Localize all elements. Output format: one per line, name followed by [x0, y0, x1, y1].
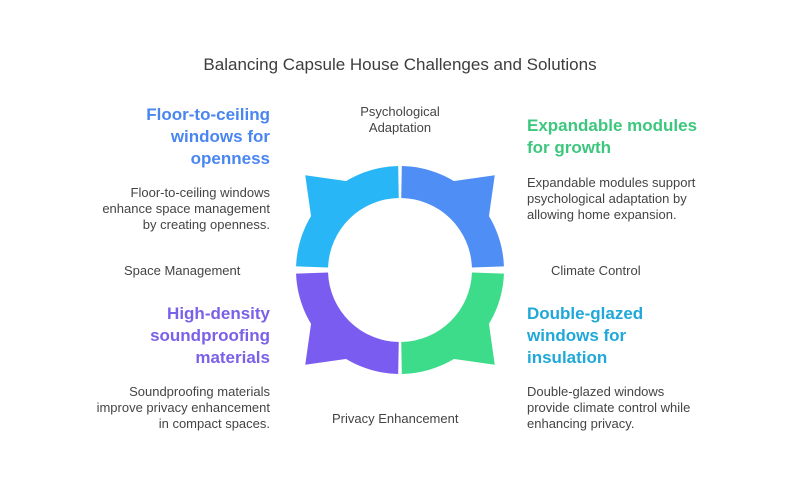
diagram-title: Balancing Capsule House Challenges and S…: [203, 55, 597, 74]
desc-line: enhancing privacy.: [527, 416, 635, 431]
desc-line: improve privacy enhancement: [96, 400, 270, 415]
segment-bottom-left: [296, 272, 399, 374]
desc-line: provide climate control while: [527, 400, 691, 415]
heading-expandable-modules: Expandable modules for growth: [527, 115, 747, 159]
label-line: Psychological: [360, 104, 440, 119]
heading-high-density-soundproofing: High-density soundproofing materials: [90, 303, 270, 369]
arrowhead-top-right: [436, 175, 495, 234]
desc-line: allowing home expansion.: [527, 207, 677, 222]
heading-floor-to-ceiling-windows: Floor-to-ceiling windows for openness: [90, 104, 270, 170]
heading-line: openness: [190, 149, 270, 168]
desc-line: by creating openness.: [142, 217, 270, 232]
segment-top-right: [401, 166, 504, 268]
label-climate-control: Climate Control: [551, 263, 641, 278]
heading-line: windows for: [170, 127, 270, 146]
arrowhead-bottom-left: [305, 306, 364, 365]
desc-line: enhance space management: [102, 201, 270, 216]
arrowhead-top-left: [305, 175, 364, 234]
heading-line: for growth: [527, 138, 612, 157]
arrowhead-bottom-right: [436, 306, 495, 365]
desc-expandable-modules: Expandable modules support psychological…: [527, 175, 757, 223]
segment-top-left: [296, 166, 399, 268]
desc-line: Soundproofing materials: [129, 384, 270, 399]
desc-line: Double-glazed windows: [527, 384, 665, 399]
heading-line: materials: [195, 348, 270, 367]
label-privacy-enhancement: Privacy Enhancement: [332, 411, 459, 426]
label-psychological-adaptation: Psychological Adaptation: [345, 104, 455, 136]
desc-line: Floor-to-ceiling windows: [130, 185, 270, 200]
cycle-diagram: [296, 166, 504, 374]
desc-line: psychological adaptation by: [527, 191, 687, 206]
heading-line: windows for: [527, 326, 627, 345]
heading-line: insulation: [527, 348, 608, 367]
label-line: Adaptation: [368, 120, 432, 135]
desc-high-density-soundproofing: Soundproofing materials improve privacy …: [60, 384, 270, 432]
heading-line: Double-glazed: [527, 304, 644, 323]
label-space-management: Space Management: [124, 263, 241, 278]
segment-bottom-right: [401, 272, 504, 374]
heading-line: High-density: [167, 304, 270, 323]
desc-line: in compact spaces.: [158, 416, 270, 431]
heading-line: Floor-to-ceiling: [146, 105, 270, 124]
desc-double-glazed-windows: Double-glazed windows provide climate co…: [527, 384, 757, 432]
desc-line: Expandable modules support: [527, 175, 696, 190]
heading-line: Expandable modules: [527, 116, 698, 135]
heading-double-glazed-windows: Double-glazed windows for insulation: [527, 303, 727, 369]
desc-floor-to-ceiling-windows: Floor-to-ceiling windows enhance space m…: [60, 185, 270, 233]
heading-line: soundproofing: [150, 326, 270, 345]
